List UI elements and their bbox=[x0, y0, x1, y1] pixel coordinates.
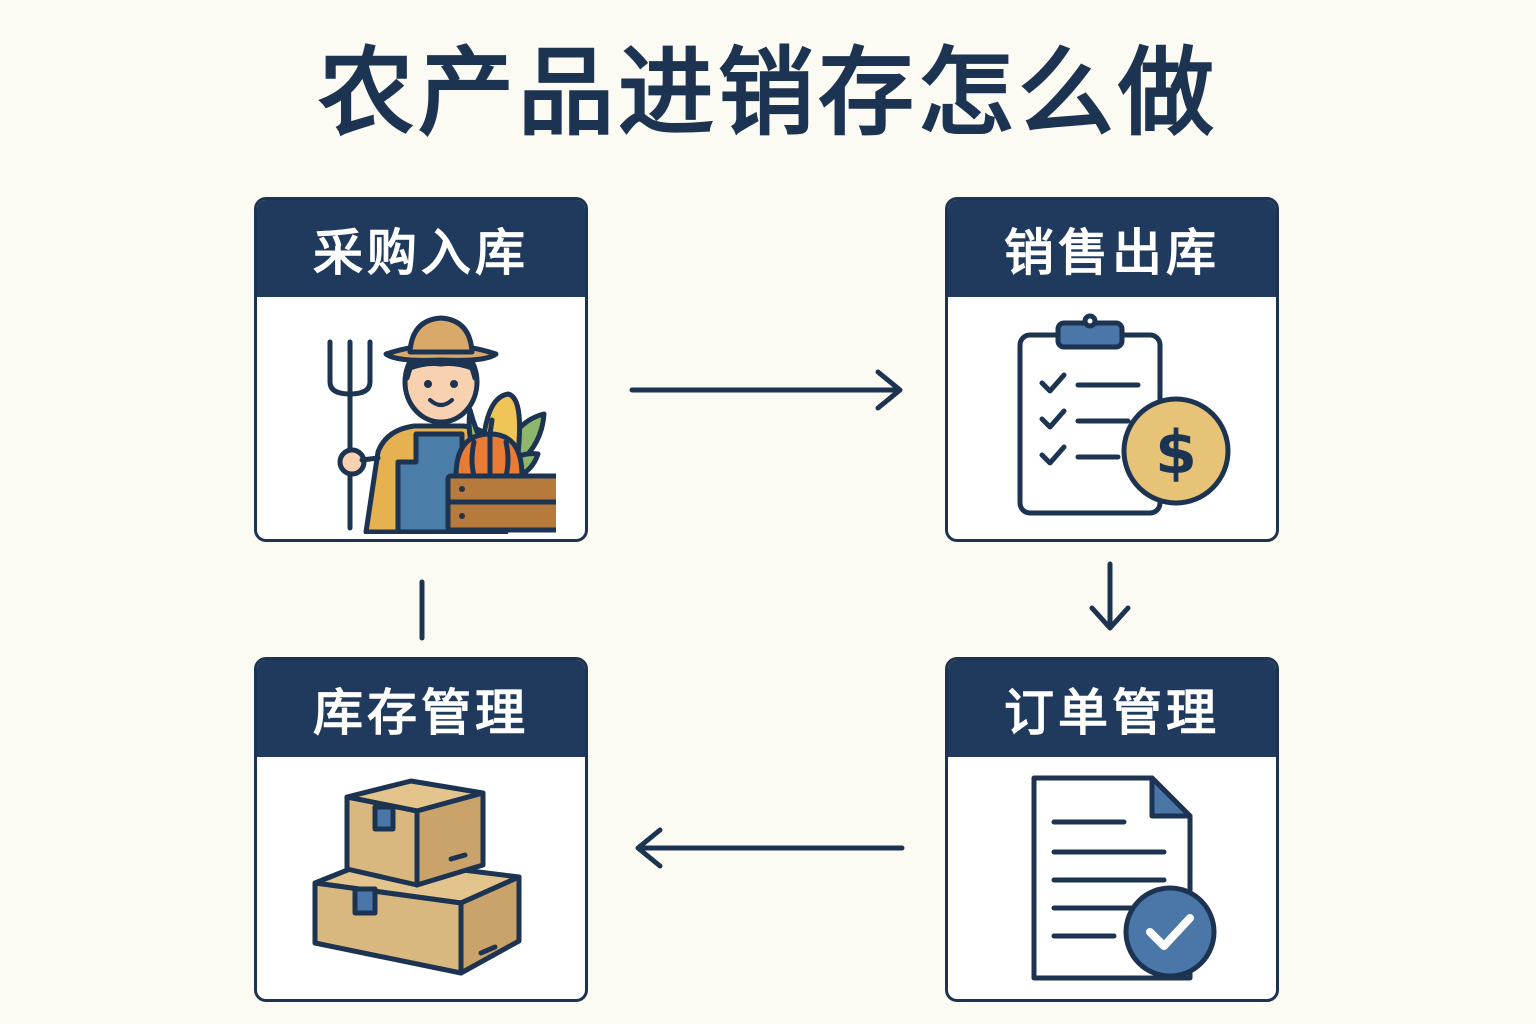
svg-text:$: $ bbox=[1155, 418, 1197, 488]
card-inventory-management: 库存管理 bbox=[254, 657, 588, 1002]
card-header: 采购入库 bbox=[257, 200, 585, 297]
card-purchase-inbound: 采购入库 bbox=[254, 197, 588, 542]
arrow-left-icon bbox=[635, 827, 905, 869]
vertical-connector-line bbox=[419, 579, 425, 641]
card-header: 销售出库 bbox=[948, 200, 1276, 297]
page-title: 农产品进销存怎么做 bbox=[318, 37, 1218, 149]
stacked-boxes-icon bbox=[301, 773, 541, 983]
arrow-right-icon bbox=[629, 369, 903, 411]
card-sales-outbound: 销售出库 $ bbox=[945, 197, 1279, 542]
checklist-clipboard-dollar-icon: $ bbox=[992, 313, 1232, 523]
card-header: 订单管理 bbox=[948, 660, 1276, 757]
arrow-down-icon bbox=[1089, 561, 1131, 631]
card-order-management: 订单管理 bbox=[945, 657, 1279, 1002]
farmer-with-produce-crate-icon bbox=[286, 302, 556, 534]
document-checkmark-icon bbox=[1002, 770, 1222, 986]
card-header: 库存管理 bbox=[257, 660, 585, 757]
